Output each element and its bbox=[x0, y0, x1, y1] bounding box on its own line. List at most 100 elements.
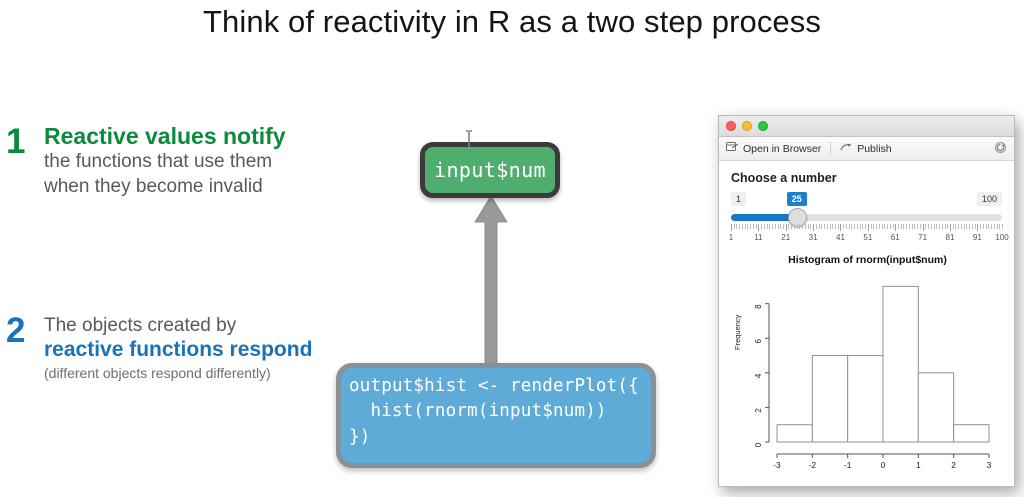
step-2-note: (different objects respond differently) bbox=[44, 364, 271, 381]
slider-tick bbox=[944, 224, 946, 229]
maximize-button-green[interactable] bbox=[758, 121, 768, 131]
render-plot-line-1: output$hist <- renderPlot({ bbox=[349, 376, 639, 396]
slider-tick bbox=[993, 224, 995, 229]
slider-tick-label: 51 bbox=[863, 233, 873, 242]
slider-tick-label: 100 bbox=[995, 233, 1009, 242]
slider-tick bbox=[780, 224, 782, 229]
x-axis-tick-label: 2 bbox=[951, 460, 956, 470]
refresh-circular-arrow-icon[interactable] bbox=[994, 141, 1007, 157]
slider-tick bbox=[807, 224, 809, 229]
histogram-bar bbox=[847, 355, 884, 443]
step-2-line-1: The objects created by bbox=[44, 315, 237, 336]
y-axis-tick-label: 8 bbox=[754, 304, 763, 309]
slider-tick bbox=[982, 224, 984, 229]
slider-tick bbox=[783, 224, 784, 229]
slider-tick-label: 41 bbox=[836, 233, 845, 242]
slider-tick bbox=[733, 224, 735, 229]
slider-tick bbox=[919, 224, 921, 229]
histogram-title: Histogram of rnorm(input$num) bbox=[788, 254, 947, 266]
x-axis-tick-label: 1 bbox=[916, 460, 921, 470]
slider-tick bbox=[980, 224, 982, 229]
y-axis-tick-label: 6 bbox=[754, 338, 763, 343]
slider-tick bbox=[966, 224, 968, 229]
publish-button[interactable]: Publish bbox=[840, 142, 892, 156]
reactive-value-code: input$num bbox=[434, 158, 546, 182]
slider-tick bbox=[991, 224, 993, 229]
slider-tick bbox=[867, 224, 869, 231]
step-1-block: 1 Reactive values notify the functions t… bbox=[6, 124, 286, 199]
step-1-body: Reactive values notify the functions tha… bbox=[38, 124, 286, 199]
slider-tick bbox=[895, 224, 897, 231]
slider-tick bbox=[859, 224, 861, 229]
slider-tick bbox=[999, 224, 1001, 229]
slider-tick bbox=[826, 224, 828, 229]
slider-tick bbox=[739, 224, 741, 229]
slider-tick bbox=[824, 224, 826, 229]
histogram-plot: Histogram of rnorm(input$num) Frequency … bbox=[731, 254, 1004, 486]
slider-tick bbox=[900, 224, 902, 229]
slider-tick bbox=[936, 224, 938, 229]
x-axis-tick-label: -1 bbox=[844, 460, 852, 470]
x-axis-tick-label: -3 bbox=[773, 460, 781, 470]
y-axis-tick-label: 2 bbox=[754, 408, 763, 413]
slider-tick bbox=[870, 224, 872, 229]
slider-value-badge: 25 bbox=[786, 192, 807, 206]
slider-tick bbox=[939, 224, 941, 229]
slider-tick bbox=[766, 224, 768, 229]
slider-tick bbox=[911, 224, 913, 229]
slider-tick bbox=[1002, 224, 1003, 229]
publish-label: Publish bbox=[857, 142, 892, 155]
histogram-bar bbox=[953, 424, 990, 443]
open-in-browser-button[interactable]: Open in Browser bbox=[726, 141, 822, 156]
slider-tick bbox=[755, 224, 757, 229]
slider-tick-label: 91 bbox=[972, 233, 982, 242]
slider-tick bbox=[747, 224, 749, 229]
slider-tick bbox=[906, 224, 908, 229]
reactive-value-box[interactable]: input$num bbox=[420, 142, 560, 198]
slider-tick bbox=[947, 224, 949, 229]
slider-tick bbox=[903, 224, 905, 229]
slider-label: Choose a number bbox=[731, 171, 837, 185]
slider-tick bbox=[969, 224, 971, 229]
slider-tick bbox=[772, 224, 774, 229]
step-2-body: The objects created by reactive function… bbox=[38, 313, 312, 382]
slider-tick bbox=[865, 224, 867, 229]
slider-tick bbox=[854, 224, 856, 229]
text-ibeam-cursor-icon bbox=[464, 130, 474, 150]
shiny-app-window[interactable]: Open in Browser Publish bbox=[718, 115, 1015, 487]
x-axis-tick-label: 3 bbox=[987, 460, 992, 470]
slider-tick bbox=[843, 224, 845, 229]
slider-tick-label: 11 bbox=[754, 233, 763, 242]
slider-tick bbox=[862, 224, 864, 229]
up-arrow-icon bbox=[473, 195, 509, 373]
slider-tick bbox=[758, 224, 760, 231]
slider-ticks bbox=[731, 224, 1003, 231]
close-button-red[interactable] bbox=[726, 121, 736, 131]
slider-tick bbox=[810, 224, 812, 229]
window-titlebar[interactable] bbox=[719, 116, 1014, 137]
step-1-number: 1 bbox=[6, 122, 26, 161]
y-axis-tick-label: 4 bbox=[754, 373, 763, 378]
open-in-browser-label: Open in Browser bbox=[743, 142, 822, 155]
step-2-number: 2 bbox=[6, 311, 26, 350]
page-title: Think of reactivity in R as a two step p… bbox=[203, 4, 821, 39]
slider-tick bbox=[887, 224, 889, 229]
minimize-button-yellow[interactable] bbox=[742, 121, 752, 131]
reactive-function-box[interactable]: output$hist <- renderPlot({ hist(rnorm(i… bbox=[336, 363, 656, 468]
slider-tick bbox=[949, 224, 951, 231]
slider-tick bbox=[804, 224, 806, 229]
slider-tick bbox=[897, 224, 899, 229]
slider-tick bbox=[793, 224, 795, 229]
slider-tick bbox=[788, 224, 790, 229]
slider-tick bbox=[744, 224, 746, 229]
slider-tick bbox=[845, 224, 847, 229]
slider-tick bbox=[985, 224, 987, 229]
render-plot-line-2: hist(rnorm(input$num)) bbox=[349, 401, 607, 422]
slider-tick bbox=[971, 224, 973, 229]
slider-track[interactable] bbox=[731, 214, 1002, 221]
